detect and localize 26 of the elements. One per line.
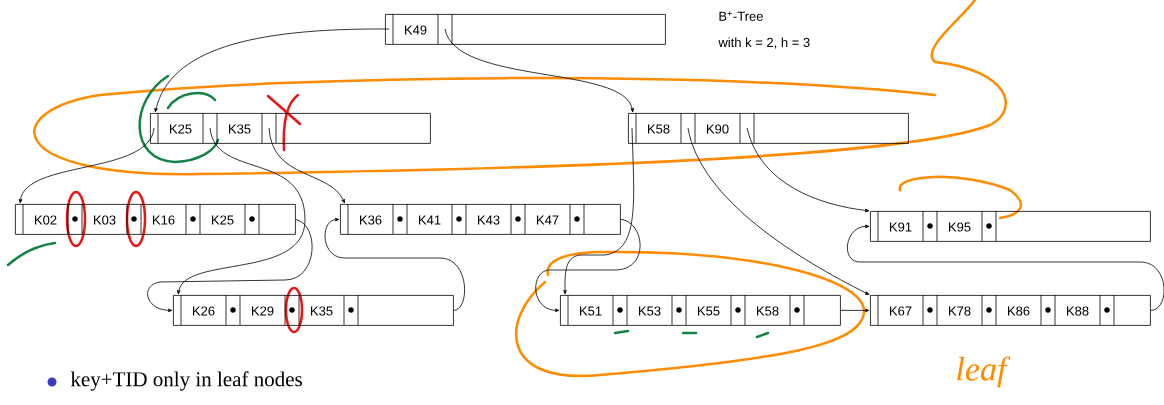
tree-node: K58 K90 [628,112,909,144]
tree-node: K25 K35 [150,112,431,144]
caption: with k = 2, h = 3 [718,37,810,49]
tree-node: K49 [385,13,666,45]
arrow [563,127,635,295]
arrow [154,28,390,113]
bullet-item: key+TID only in leaf nodes [47,371,302,391]
arrow [535,219,641,313]
arrow [746,127,870,213]
arrow [268,127,345,204]
title: B$^{+}$-Tree [719,11,763,21]
arrow [840,308,870,313]
arrow [177,127,306,295]
arrow [687,127,870,295]
handwritten-note: leaf [957,356,1011,388]
arrow [324,217,465,311]
tree-node: K67 K78 K86 K88 [870,294,1151,326]
tree-node: K26 K29 K35 [173,294,454,326]
tree-node: K02 K03 K16 K25 [15,203,296,235]
tree-node: K36 K41 K43 K47 [340,203,621,235]
arrow [18,127,155,204]
tree-node: K91 K95 [870,210,1151,242]
tree-node: K51 K53 K55 K58 [560,294,841,326]
arrow [147,219,313,313]
arrow [847,224,1164,311]
arrow [444,28,634,113]
